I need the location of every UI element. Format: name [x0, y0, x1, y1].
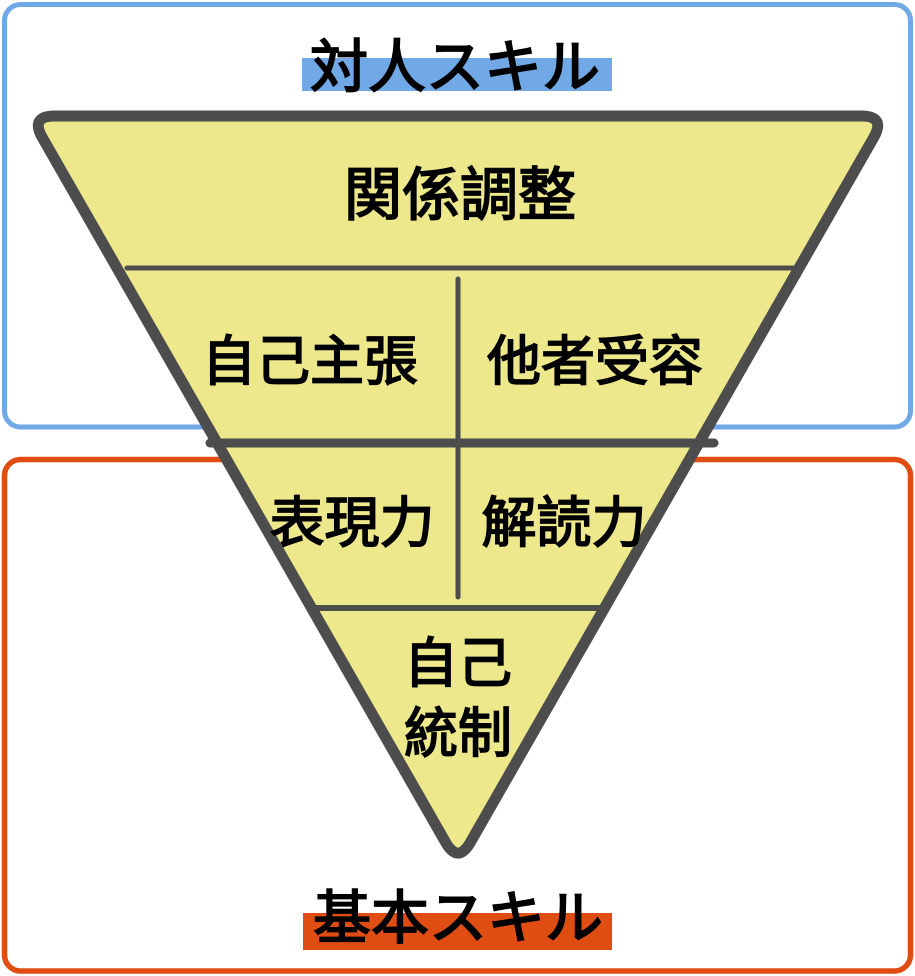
- basic-skill-label: 基本スキル: [313, 886, 603, 951]
- level2-left-label: 自己主張: [202, 332, 418, 392]
- level3-right-label: 解読力: [481, 492, 646, 554]
- level4-label-line2: 統制: [404, 704, 512, 764]
- interpersonal-skill-label: 対人スキル: [310, 35, 600, 100]
- level2-right-label: 他者受容: [486, 332, 703, 392]
- level3-left-label: 表現力: [269, 492, 434, 554]
- level1-label: 関係調整: [344, 163, 576, 228]
- interpersonal-label-highlight: [302, 58, 612, 91]
- basic-label-highlight: [303, 913, 612, 950]
- level4-label-line1: 自己: [404, 634, 512, 694]
